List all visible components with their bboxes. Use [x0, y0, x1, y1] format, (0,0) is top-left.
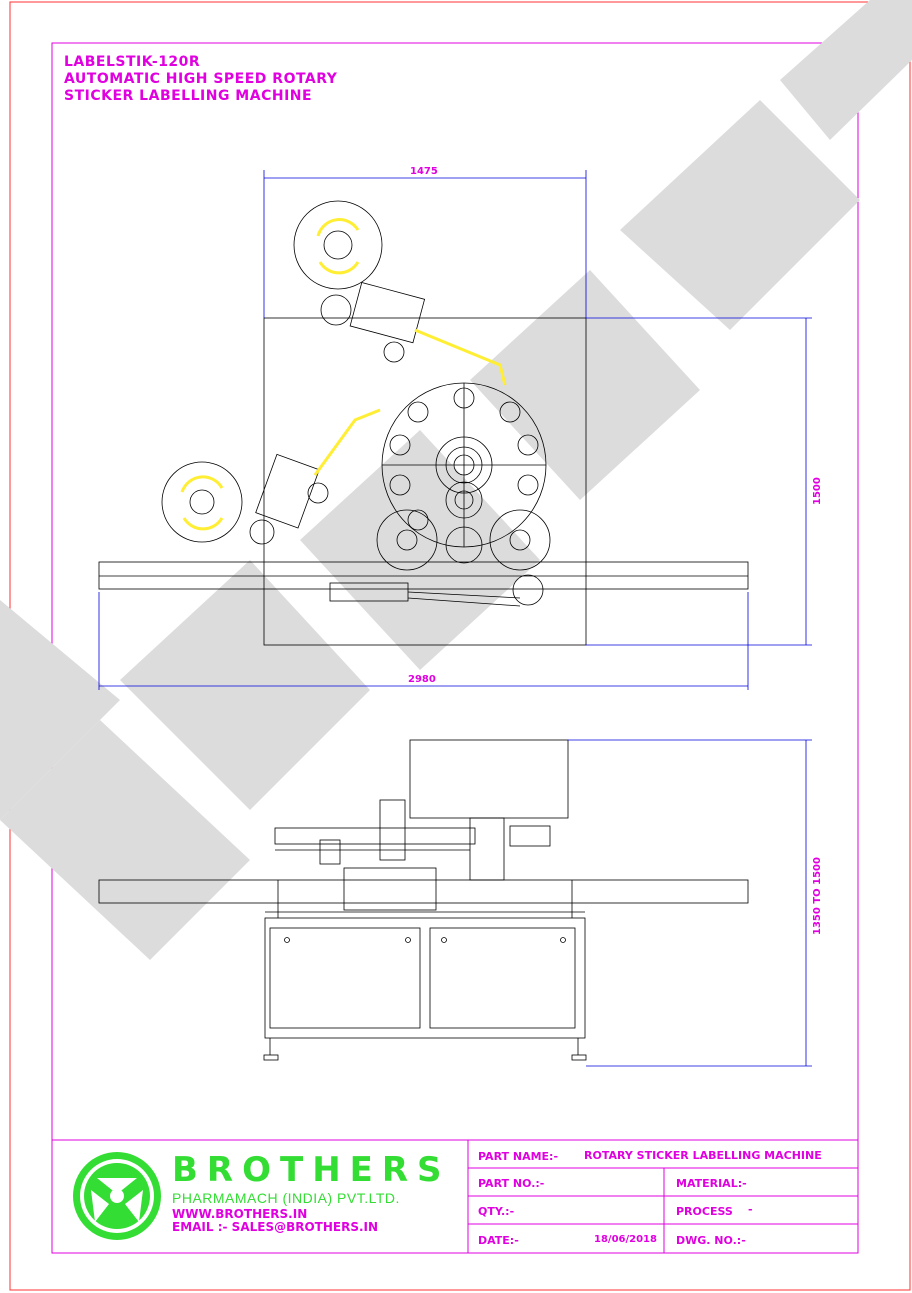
company-sub: PHARMAMACH (INDIA) PVT.LTD.	[172, 1190, 400, 1206]
dim-height: 1350 TO 1500	[812, 857, 823, 935]
process-value: -	[748, 1203, 753, 1216]
title-block	[52, 1139, 858, 1253]
header-desc-1: AUTOMATIC HIGH SPEED ROTARY	[64, 71, 338, 87]
date-label: DATE:-	[478, 1234, 519, 1247]
process-label: PROCESS	[676, 1205, 733, 1218]
header-model: LABELSTIK-120R	[64, 54, 201, 70]
part-no-label: PART NO.:-	[478, 1177, 545, 1190]
label-path-highlights	[180, 218, 507, 531]
front-view	[98, 739, 749, 1061]
qty-label: QTY.:-	[478, 1205, 515, 1218]
dim-depth: 1500	[812, 477, 823, 505]
brothers-logo	[73, 1152, 161, 1240]
drawing-header: LABELSTIK-120R AUTOMATIC HIGH SPEED ROTA…	[64, 54, 337, 105]
watermark	[0, 0, 912, 960]
company-web: WWW.BROTHERS.IN	[172, 1207, 308, 1221]
part-name-value: ROTARY STICKER LABELLING MACHINE	[584, 1149, 822, 1162]
front-dimensions	[568, 739, 812, 1067]
dwg-no-label: DWG. NO.:-	[676, 1234, 746, 1247]
top-dimensions	[98, 170, 812, 690]
material-label: MATERIAL:-	[676, 1177, 747, 1190]
part-name-label: PART NAME:-	[478, 1150, 559, 1163]
company-name: BROTHERS	[172, 1150, 451, 1190]
company-email: EMAIL :- SALES@BROTHERS.IN	[172, 1220, 379, 1234]
company-contact: WWW.BROTHERS.IN EMAIL :- SALES@BROTHERS.…	[172, 1208, 378, 1234]
date-value: 18/06/2018	[594, 1234, 657, 1245]
header-desc-2: STICKER LABELLING MACHINE	[64, 88, 313, 104]
top-view	[98, 200, 749, 646]
dim-top-width: 1475	[410, 166, 438, 177]
dim-overall-width: 2980	[408, 674, 436, 685]
